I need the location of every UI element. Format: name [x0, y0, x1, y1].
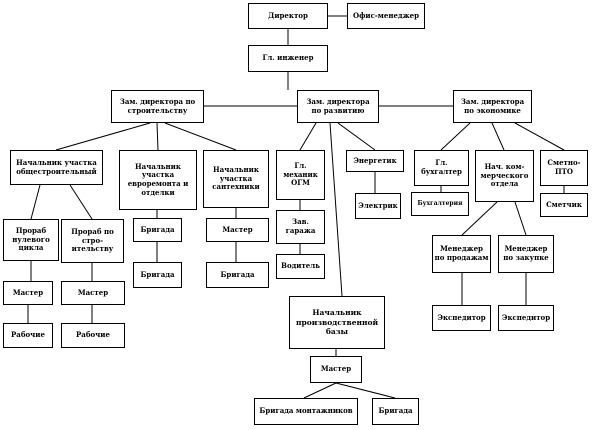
estimator-box: Сметчик [540, 193, 588, 217]
office-manager-box: Офис-менеджер [347, 3, 425, 29]
foreman-structures-box: Прораб по стро- ительству [61, 219, 124, 263]
chief-mechanic-box: Гл. механик ОГМ [276, 150, 325, 200]
workers-box-2: Рабочие [61, 323, 125, 348]
connector-line [335, 382, 396, 399]
connector-line [491, 122, 505, 151]
master-base-box: Мастер [310, 356, 362, 383]
chief-engineer-box: Гл. инженер [248, 45, 328, 72]
master-sanitary-box: Мастер [206, 218, 269, 242]
brigade-base-box: Бригада [372, 398, 419, 425]
connector-line [303, 382, 337, 399]
manager-sales-box: Менеджер по продажам [432, 235, 491, 273]
garage-head-box: Зав. гаража [276, 210, 325, 244]
brigade-sanitary-box: Бригада [206, 262, 269, 288]
deputy-development-box: Зам. директора по развитию [297, 90, 379, 123]
deputy-construction-box: Зам. директора по строительству [111, 90, 204, 123]
connector-line [337, 122, 376, 151]
forwarder-box-1: Экспедитор [432, 305, 491, 331]
head-general-construction-box: Начальник участка общестроительный [10, 150, 103, 185]
manager-procurement-box: Менеджер по закупке [498, 235, 554, 273]
estimate-pto-box: Сметно- ПТО [540, 150, 588, 186]
connector-line [164, 122, 237, 151]
connector-line [156, 122, 159, 151]
power-engineer-box: Энергетик [346, 150, 404, 172]
connector-line [440, 122, 471, 151]
head-commercial-box: Нач. ком- мерческого отдела [475, 150, 534, 202]
foreman-zero-cycle-box: Прораб нулевого цикла [3, 219, 59, 261]
deputy-economics-box: Зам. директора по экономике [453, 90, 532, 123]
connector-line [461, 201, 498, 236]
head-production-base-box: Начальник производственной базы [289, 296, 385, 349]
workers-box-1: Рабочие [3, 323, 53, 348]
master-box-1: Мастер [3, 281, 53, 305]
head-euro-repair-box: Начальник участка евроремонта и отделки [119, 150, 197, 210]
electrician-box: Электрик [355, 193, 401, 219]
accounting-box: Бухгалтерия [411, 192, 469, 216]
connector-line [55, 122, 151, 151]
director-box: Директор [248, 3, 328, 29]
connector-line [514, 201, 527, 236]
drivers-box: Водитель [276, 254, 325, 279]
connector-line [299, 122, 317, 151]
head-sanitary-box: Начальник участка сантехники [203, 150, 269, 208]
brigade-euro-box-1: Бригада [133, 218, 182, 242]
connector-line [514, 122, 565, 151]
connector-line [329, 122, 343, 297]
brigade-installers-box: Бригада монтажников [254, 398, 358, 425]
chief-accountant-box: Гл. бухгалтер [414, 150, 469, 186]
brigade-euro-box-2: Бригада [133, 262, 182, 288]
connector-line [30, 184, 41, 220]
connector-line [69, 184, 93, 220]
master-box-2: Мастер [61, 281, 125, 305]
forwarder-box-2: Экспедитор [498, 305, 554, 331]
